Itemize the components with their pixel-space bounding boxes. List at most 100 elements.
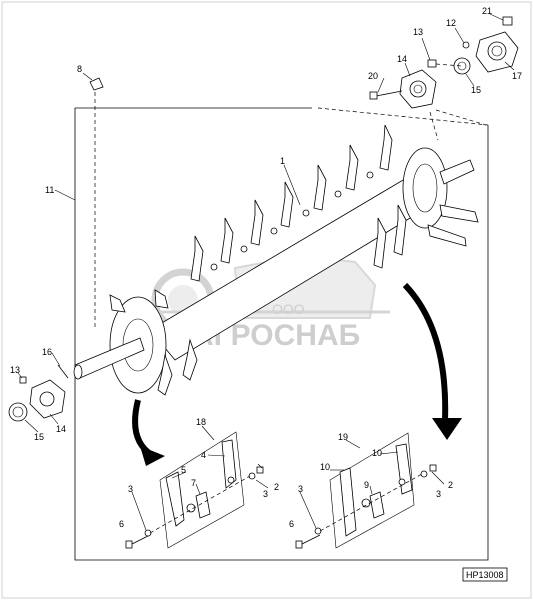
- callout-6-left: 6: [119, 519, 124, 529]
- align-line-1: [429, 111, 439, 141]
- callout-12: 12: [446, 18, 456, 28]
- washer-detail-18: [186, 503, 196, 513]
- callout-3-b: 3: [436, 489, 441, 499]
- callout-9: 9: [364, 480, 369, 490]
- rotor-bolts: [210, 171, 374, 271]
- rotor-disc-right: [402, 147, 448, 229]
- bolt-20: [375, 90, 403, 97]
- bolt-6-left: [129, 534, 151, 546]
- nut-2-left: [256, 466, 264, 474]
- bearing-flange-bore: [413, 84, 423, 94]
- flange-plate-inner: [491, 45, 503, 57]
- figure-id: HP13008: [466, 570, 504, 580]
- callout-10-left: 10: [320, 462, 330, 472]
- bearing-flange-center: [409, 80, 427, 98]
- bolt-20-head: [369, 91, 378, 100]
- callout-3-d: 3: [298, 484, 303, 494]
- callout-13-left: 13: [10, 365, 20, 375]
- spacer-detail-19: [398, 478, 406, 486]
- knife-4: [221, 439, 237, 489]
- callout-5: 5: [181, 465, 186, 475]
- callout-11: 11: [45, 185, 54, 195]
- washer-3-left-a: [144, 529, 152, 537]
- knife-5: [165, 471, 185, 527]
- bearing-assembly-left: [8, 364, 69, 422]
- collar-15-left-bore: [12, 406, 24, 418]
- arrow-left-curve: [132, 399, 154, 458]
- bracket-7: [195, 491, 211, 519]
- bearing-flange-left-center: [39, 391, 55, 407]
- callout-17: 17: [512, 71, 522, 81]
- detail-19-axis: [319, 473, 423, 532]
- callout-21: 21: [482, 6, 492, 16]
- bolt-6-right-head: [295, 540, 303, 549]
- callout-3-c: 3: [128, 484, 133, 494]
- callout-16: 16: [42, 347, 52, 357]
- detail-18-plate: [159, 431, 245, 549]
- bearing-assembly-right: [369, 16, 519, 141]
- flow-arrows: [132, 282, 462, 466]
- callout-6-right: 6: [289, 519, 294, 529]
- rotor-shaft-right: [439, 159, 475, 185]
- washer-3-right-a: [314, 527, 322, 535]
- callout-15-left: 15: [34, 432, 44, 442]
- flange-plate-hole: [487, 41, 507, 61]
- align-line-2: [435, 109, 487, 126]
- washer-detail-19: [361, 498, 371, 508]
- shaft-end: [73, 364, 83, 380]
- figure-id-frame: [462, 567, 508, 582]
- assembly-frame: [74, 108, 489, 561]
- callout-14-left: 14: [56, 424, 66, 434]
- bolt-6-right: [299, 534, 321, 546]
- callout-15-right: 15: [471, 85, 481, 95]
- callout-8: 8: [77, 64, 82, 74]
- callout-2-left: 2: [274, 482, 279, 492]
- callout-18: 18: [196, 417, 206, 427]
- callout-4: 4: [201, 450, 206, 460]
- callout-19: 19: [338, 432, 348, 442]
- callout-7: 7: [191, 478, 196, 488]
- collar-15-left: [8, 402, 28, 422]
- knife-10-a: [339, 467, 357, 537]
- callout-2-right: 2: [448, 480, 453, 490]
- detail-19-plate: [329, 432, 415, 549]
- callout-10-right: 10: [372, 448, 382, 458]
- callout-1: 1: [280, 156, 285, 166]
- nut-13-left: [19, 376, 27, 384]
- callout-labels: 8 11 1 20 14 13 12 21 17 15 16 13 14 15 …: [10, 6, 522, 529]
- collar-15-right: [453, 57, 471, 75]
- clip-8: [89, 77, 104, 330]
- spacer-detail-18: [227, 476, 235, 484]
- detail-18-axis: [149, 475, 251, 534]
- callout-3-a: 3: [263, 489, 268, 499]
- nut-21: [502, 16, 513, 26]
- frame-dashed-link: [317, 107, 489, 126]
- rotor-assembly: [73, 124, 479, 396]
- arrow-right-curve: [402, 282, 449, 421]
- align-line-3: [435, 63, 463, 67]
- washer-3-right-b: [420, 470, 428, 478]
- bolt-16: [57, 364, 69, 379]
- rotor-knives: [109, 124, 479, 396]
- nut-13-right: [427, 59, 437, 68]
- watermark: ООО АГРОСНАБ: [150, 254, 390, 352]
- bracket-9: [369, 491, 385, 519]
- watermark-prefix: ООО: [272, 301, 305, 317]
- leader-lines: [17, 13, 515, 531]
- rotor-disc-right-inner: [412, 163, 438, 213]
- bolt-6-left-head: [125, 540, 133, 549]
- figure-id-box: HP13008: [462, 567, 508, 582]
- detail-19: [295, 432, 437, 549]
- arrow-left-head: [140, 446, 165, 466]
- detail-18: [125, 431, 264, 549]
- clip-8-body: [89, 77, 104, 91]
- callout-20: 20: [368, 71, 378, 81]
- washer-3-left-b: [248, 472, 256, 480]
- washer-12: [462, 41, 470, 49]
- nut-2-right: [429, 464, 437, 472]
- callout-14-right: 14: [397, 54, 407, 64]
- callout-13-right: 13: [413, 27, 423, 37]
